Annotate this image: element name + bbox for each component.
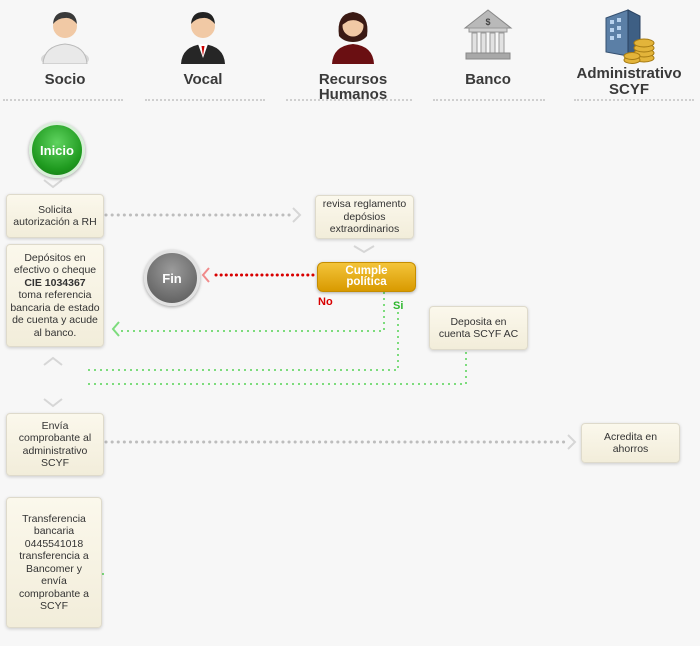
actor-label: Vocal (183, 71, 223, 88)
actor-label: Banco (465, 71, 511, 88)
separator (574, 99, 694, 101)
actor-label: Socio (44, 71, 86, 88)
step-deposita: Deposita en cuenta SCYF AC (429, 306, 528, 350)
si-label: Si (393, 300, 403, 312)
svg-text:$: $ (485, 17, 490, 27)
step-depositos: Depósitos en efectivo o cheque CIE 10343… (6, 244, 104, 347)
step-revisa: revisa reglamento depósios extraordinari… (315, 195, 414, 239)
start-label: Inicio (40, 142, 74, 158)
depositos-text-1: Depósitos en efectivo o cheque (13, 251, 97, 277)
step-text: Transferencia bancaria 0445541018 transf… (18, 512, 90, 613)
separator (433, 99, 545, 101)
building-coins-icon (602, 6, 656, 64)
connector-si-return (84, 312, 399, 371)
decision-text: Cumple política (345, 265, 388, 288)
separator (286, 99, 412, 101)
no-text: No (318, 296, 333, 308)
start-node: Inicio (29, 122, 85, 178)
decision-cumple-politica: Cumple política (317, 262, 416, 292)
step-text: revisa reglamento depósios extraordinari… (322, 198, 407, 236)
depositos-cie: CIE 1034367 (24, 276, 86, 289)
man-casual-icon (38, 6, 92, 68)
connector-deposita-return (84, 352, 467, 385)
end-label: Fin (162, 270, 182, 286)
chevron-left-icon (111, 321, 120, 337)
bank-icon: $ (461, 6, 515, 64)
no-label: No (318, 296, 333, 308)
actor-banco: $ Banco (423, 0, 553, 87)
actor-administrativo-scyf: Administrativo SCYF (564, 0, 694, 97)
chevron-left-icon (201, 267, 210, 283)
actor-vocal: Vocal (138, 0, 268, 87)
chevron-down-icon (43, 179, 63, 189)
step-text: Acredita en ahorros (603, 430, 658, 456)
chevron-right-icon (567, 434, 577, 450)
step-acredita: Acredita en ahorros (581, 423, 680, 463)
end-node: Fin (144, 250, 200, 306)
separator (145, 99, 265, 101)
depositos-text-2: toma referencia bancaria de estado de cu… (10, 289, 100, 339)
step-text: Deposita en cuenta SCYF AC (438, 315, 519, 341)
separator (3, 99, 123, 101)
chevron-down-icon (353, 245, 375, 254)
chevron-right-icon (292, 207, 302, 223)
actor-label-line2: SCYF (608, 81, 649, 98)
actor-label: Administrativo (576, 65, 682, 82)
connector-si-depositos (120, 292, 385, 332)
step-transferencia: Transferencia bancaria 0445541018 transf… (6, 497, 102, 628)
woman-icon (326, 6, 380, 64)
si-text: Si (393, 300, 404, 312)
actor-socio: Socio (0, 0, 130, 87)
step-text: Depósitos en efectivo o cheque CIE 10343… (10, 252, 100, 340)
step-envia: Envía comprobante al administrativo SCYF (6, 413, 104, 476)
man-suit-icon (176, 6, 230, 64)
step-solicita: Solicita autorización a RH (6, 194, 104, 238)
chevron-up-icon (43, 356, 63, 366)
step-text: Solicita autorización a RH (13, 203, 97, 229)
step-text: Envía comprobante al administrativo SCYF (18, 419, 92, 470)
actor-recursos-humanos: Recursos Humanos (288, 0, 418, 102)
actor-label: Recursos Humanos (318, 71, 388, 103)
chevron-down-icon (43, 398, 63, 408)
